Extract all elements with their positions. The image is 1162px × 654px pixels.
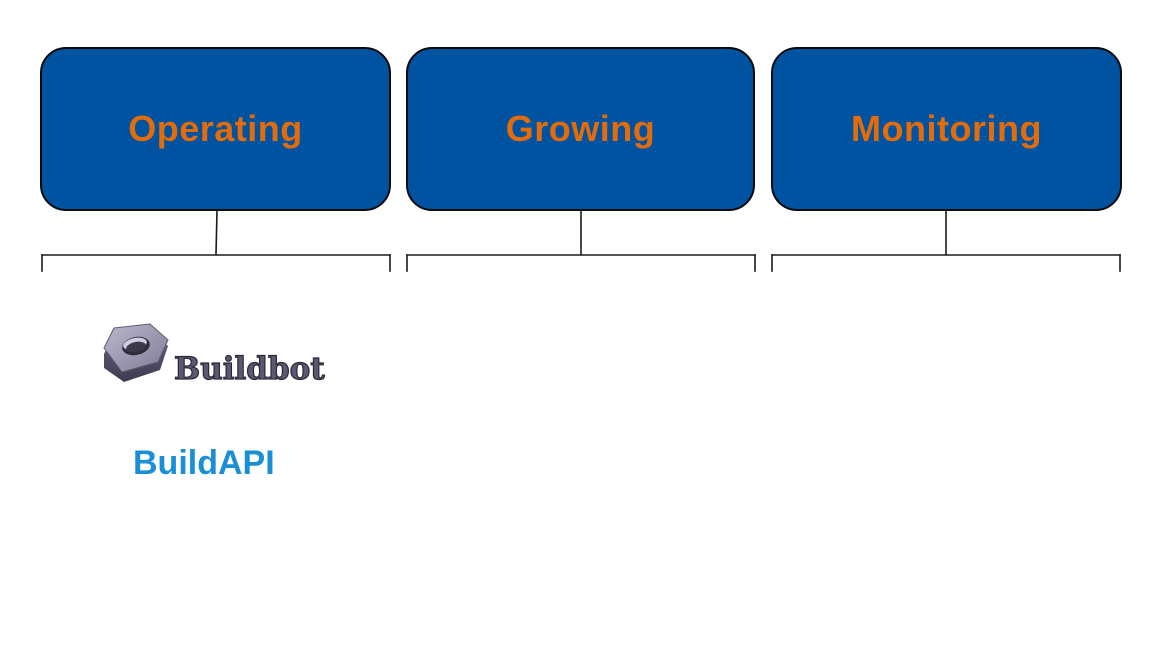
bracket-monitoring: [771, 210, 1121, 272]
bracket-operating: [41, 210, 391, 272]
buildapi-label: BuildAPI: [133, 444, 275, 482]
category-box-growing: Growing: [406, 47, 755, 211]
category-box-monitoring: Monitoring: [771, 47, 1122, 211]
category-label: Operating: [128, 108, 303, 149]
category-label: Growing: [505, 108, 656, 149]
stem-line: [215, 210, 218, 255]
category-label: Monitoring: [851, 108, 1042, 149]
buildbot-hex-nut-icon: [103, 323, 169, 382]
logo-text: Buildbot: [174, 351, 325, 387]
category-box-operating: Operating: [40, 47, 391, 211]
buildbot-logo: Buildbot: [103, 323, 326, 388]
bracket-growing: [406, 210, 756, 272]
